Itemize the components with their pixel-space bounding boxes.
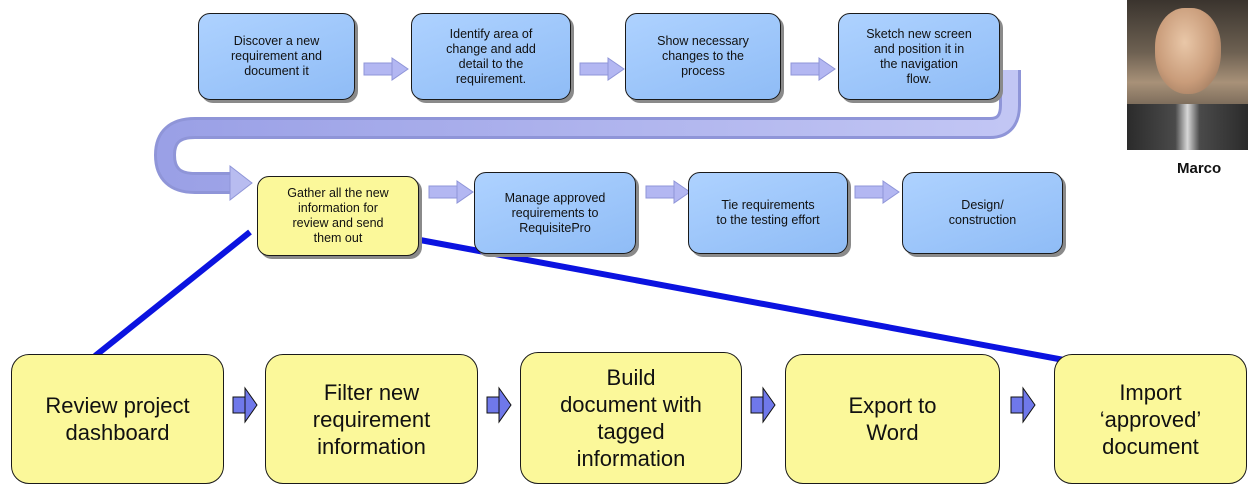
connector-line-left	[93, 229, 252, 359]
top-arrow-2	[579, 57, 625, 81]
middle-arrow-2	[645, 180, 691, 204]
step-design-construction-label: Design/ construction	[948, 198, 1017, 227]
step-manage-approved-label: Manage approved requirements to Requisit…	[504, 190, 606, 235]
step-tie-requirements-label: Tie requirements to the testing effort	[716, 198, 820, 227]
step-tie-requirements: Tie requirements to the testing effort	[688, 172, 848, 254]
middle-arrow-1	[428, 180, 474, 204]
step-manage-approved: Manage approved requirements to Requisit…	[474, 172, 636, 254]
step-build-document: Build document with tagged information	[520, 352, 742, 484]
step-show-changes: Show necessary changes to the process	[625, 13, 781, 100]
step-show-changes-label: Show necessary changes to the process	[657, 34, 749, 78]
connector-line-right	[419, 237, 1065, 363]
middle-arrow-3	[854, 180, 900, 204]
step-identify-area: Identify area of change and add detail t…	[411, 13, 571, 100]
step-export-word: Export to Word	[785, 354, 1000, 484]
step-import-document: Import ‘approved’ document	[1054, 354, 1247, 484]
step-gather-information-label: Gather all the new information for revie…	[287, 186, 389, 245]
top-arrow-3	[790, 57, 836, 81]
step-gather-information: Gather all the new information for revie…	[257, 176, 419, 256]
step-import-document-label: Import ‘approved’ document	[1099, 379, 1202, 459]
step-export-word-label: Export to Word	[848, 393, 937, 445]
step-discover-requirement: Discover a new requirement and document …	[198, 13, 355, 100]
bottom-arrow-4	[1010, 386, 1036, 424]
top-arrow-1	[363, 57, 409, 81]
step-review-dashboard-label: Review project dashboard	[45, 393, 190, 445]
bottom-arrow-3	[750, 386, 776, 424]
step-sketch-screen-label: Sketch new screen and position it in the…	[866, 26, 972, 86]
u-turn-arrowhead	[229, 164, 253, 202]
step-filter-information: Filter new requirement information	[265, 354, 478, 484]
step-build-document-label: Build document with tagged information	[560, 365, 702, 471]
step-sketch-screen: Sketch new screen and position it in the…	[838, 13, 1000, 100]
person-name: Marco	[1177, 160, 1222, 177]
bottom-arrow-2	[486, 386, 512, 424]
step-identify-area-label: Identify area of change and add detail t…	[446, 26, 536, 86]
step-discover-requirement-label: Discover a new requirement and document …	[230, 34, 323, 78]
person-photo	[1127, 0, 1248, 150]
step-review-dashboard: Review project dashboard	[11, 354, 224, 484]
step-filter-information-label: Filter new requirement information	[312, 379, 431, 459]
step-design-construction: Design/ construction	[902, 172, 1063, 254]
bottom-arrow-1	[232, 386, 258, 424]
